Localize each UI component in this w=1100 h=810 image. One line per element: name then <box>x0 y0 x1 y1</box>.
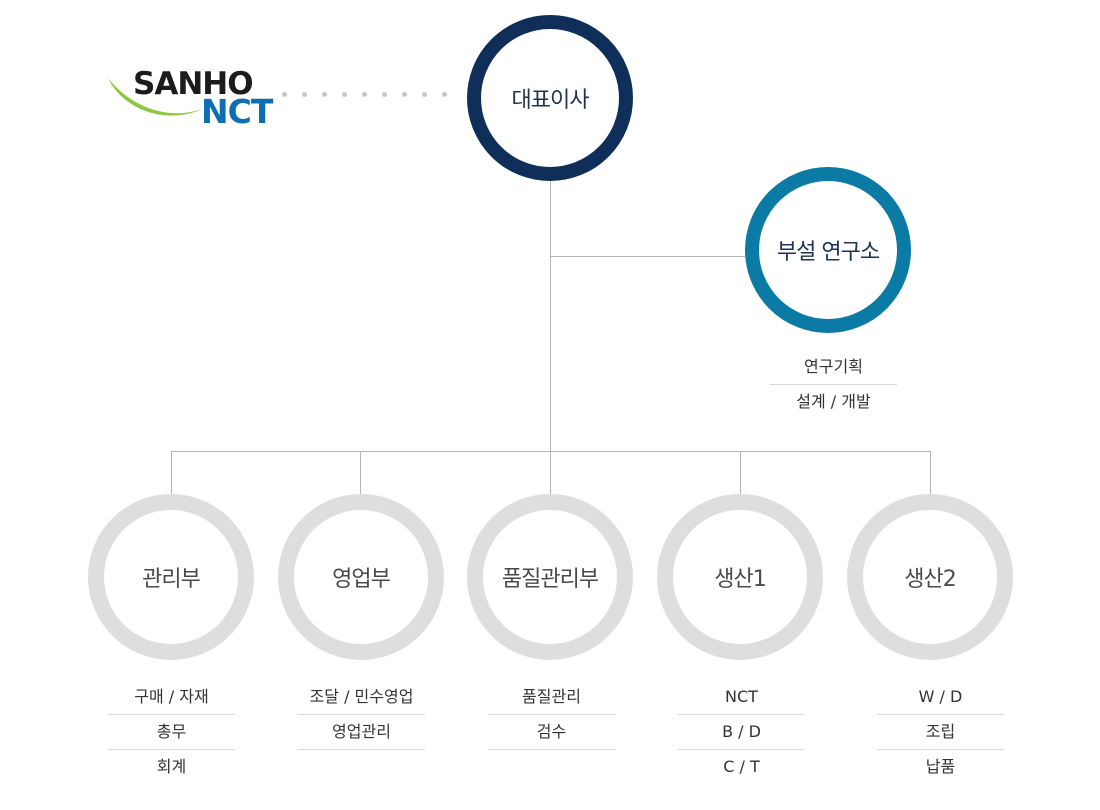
sanho-nct-logo: SANHO NCT <box>105 62 275 132</box>
research-lab-item: 설계 / 개발 <box>796 392 871 411</box>
dept-list-sales: 조달 / 민수영업 영업관리 <box>298 680 425 750</box>
dept-list-item: W / D <box>877 680 1004 715</box>
dept-connector-3 <box>550 451 551 494</box>
logo-dotted-connector <box>282 92 447 98</box>
dept-node-production-2: 생산2 <box>847 494 1013 660</box>
dept-connector-5 <box>930 451 931 494</box>
dept-connector-2 <box>360 451 361 494</box>
dept-list-item: 조달 / 민수영업 <box>298 680 425 715</box>
dept-list-item: B / D <box>678 715 805 750</box>
dept-list-quality: 품질관리 검수 <box>488 680 615 750</box>
dept-list-production-1: NCT B / D C / T <box>678 680 805 785</box>
dept-label: 생산2 <box>904 567 956 592</box>
dept-list-item: 총무 <box>108 715 235 750</box>
logo-sanho-text: SANHO <box>133 66 254 102</box>
research-lab-label: 부설 연구소 <box>776 240 880 265</box>
dept-list-item: C / T <box>723 757 760 776</box>
research-lab-item: 연구기획 <box>770 350 897 385</box>
dept-list-item: 납품 <box>925 757 956 776</box>
dept-list-item: NCT <box>678 680 805 715</box>
dept-list-item: 영업관리 <box>298 715 425 750</box>
ceo-vertical-connector <box>550 181 551 495</box>
lab-horizontal-connector <box>550 256 745 257</box>
dept-label: 관리부 <box>142 567 201 592</box>
dept-connector-4 <box>740 451 741 494</box>
dept-connector-1 <box>171 451 172 494</box>
research-lab-list: 연구기획 설계 / 개발 <box>770 350 897 420</box>
dept-list-item: 검수 <box>488 715 615 750</box>
logo-nct-text: NCT <box>201 92 273 131</box>
dept-node-quality: 품질관리부 <box>467 494 633 660</box>
dept-list-production-2: W / D 조립 납품 <box>877 680 1004 785</box>
dept-label: 생산1 <box>714 567 766 592</box>
dept-node-sales: 영업부 <box>278 494 444 660</box>
dept-list-item: 품질관리 <box>488 680 615 715</box>
logo-swoosh-icon <box>108 78 205 116</box>
dept-list-item: 구매 / 자재 <box>108 680 235 715</box>
dept-node-management: 관리부 <box>88 494 254 660</box>
research-lab-node: 부설 연구소 <box>745 167 911 333</box>
dept-label: 영업부 <box>332 567 391 592</box>
dept-list-item: 회계 <box>156 757 187 776</box>
dept-list-management: 구매 / 자재 총무 회계 <box>108 680 235 785</box>
dept-list-item: 조립 <box>877 715 1004 750</box>
dept-node-production-1: 생산1 <box>657 494 823 660</box>
ceo-label: 대표이사 <box>511 88 590 113</box>
dept-label: 품질관리부 <box>501 567 599 592</box>
ceo-node: 대표이사 <box>467 15 633 181</box>
departments-horizontal-connector <box>171 451 931 452</box>
